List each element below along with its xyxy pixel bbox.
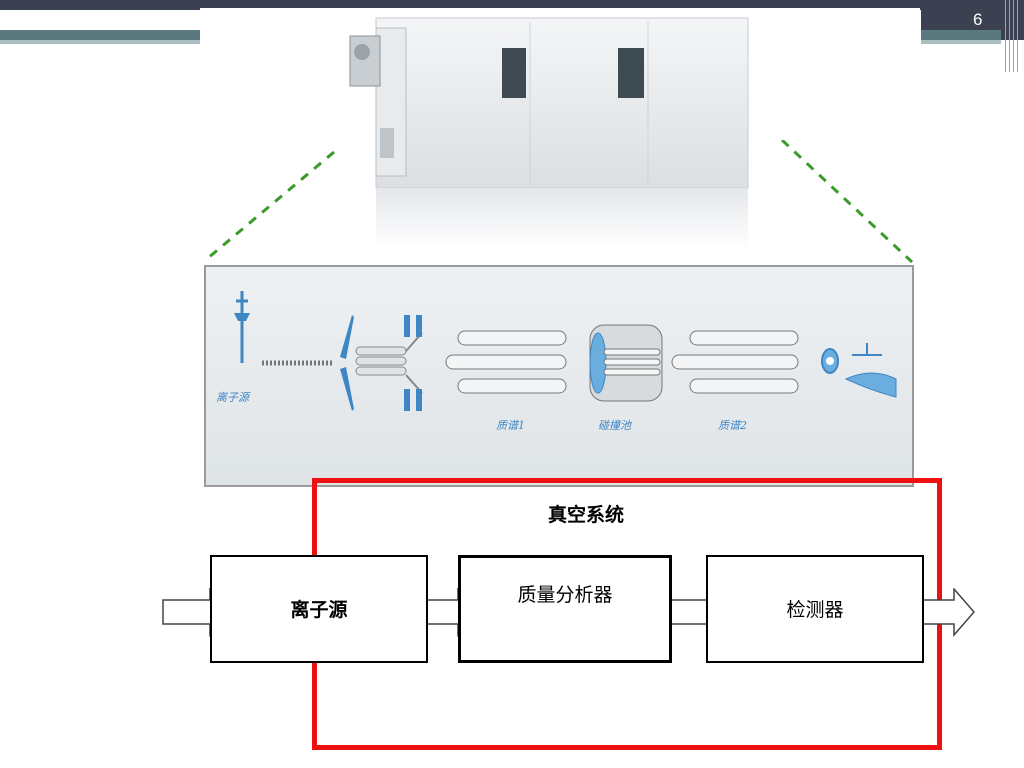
- slide-top-bar: [0, 0, 1024, 10]
- vacuum-system-label: 真空系统: [548, 504, 625, 526]
- mass-analyzer-block: 质量分析器: [458, 555, 672, 663]
- ion-source-text: 离子源: [290, 599, 348, 621]
- label-mass1: 质谱1: [496, 419, 525, 432]
- detector-block: 检测器: [706, 555, 924, 663]
- mass-analyzer-text: 质量分析器: [517, 584, 613, 606]
- label-mass2: 质谱2: [718, 419, 747, 432]
- slide-band-left-light: [0, 40, 200, 44]
- label-collision-cell: 碰撞池: [598, 419, 631, 432]
- slide-band-left: [0, 30, 200, 40]
- zoom-guide-lines: [207, 140, 914, 264]
- slide-band-right-light: [921, 40, 1001, 44]
- ion-source-block: 离子源: [210, 555, 428, 663]
- triple-quad-schematic: 离子源 质谱1 碰撞池 质谱2: [204, 265, 914, 487]
- detector-text: 检测器: [786, 599, 844, 621]
- instrument-photo: [200, 8, 920, 266]
- page-number: 6: [973, 10, 983, 29]
- slide-band-right: [921, 30, 1001, 40]
- schematic-drawing: [234, 291, 897, 411]
- label-ion-source: 离子源: [216, 391, 249, 404]
- slide-decor-lines: [1003, 0, 1024, 72]
